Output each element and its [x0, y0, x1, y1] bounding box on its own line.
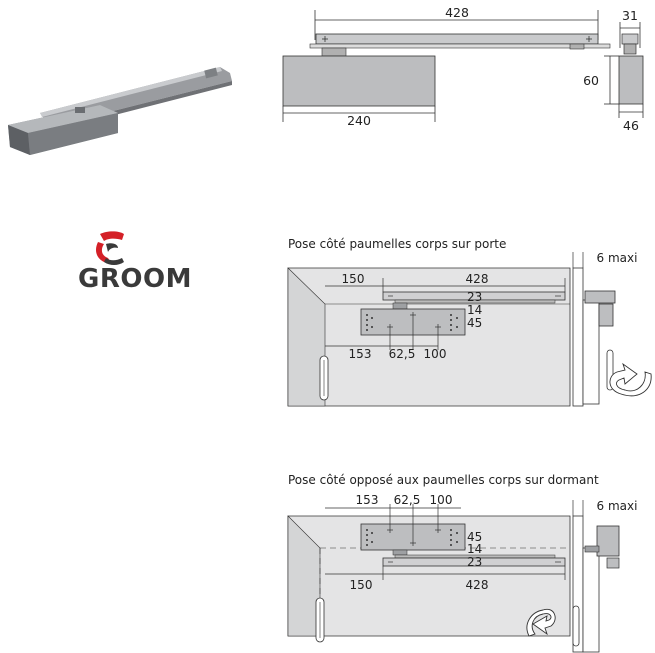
top-dimension-drawing: 428 240 60 31 46 — [282, 5, 644, 133]
dim-31: 31 — [622, 8, 638, 23]
dim-100: 100 — [430, 493, 453, 507]
dim-46: 46 — [623, 118, 639, 133]
dim-14: 14 — [467, 303, 482, 317]
dim-428: 428 — [466, 272, 489, 286]
groom-logo: GROOM — [78, 228, 191, 298]
install-2-caption: Pose côté opposé aux paumelles corps sur… — [288, 473, 599, 487]
dim-60: 60 — [583, 73, 599, 88]
dim-23: 23 — [467, 555, 482, 569]
maxi-label: 6 maxi — [597, 251, 638, 265]
install-2-drawing: 153 62,5 100 45 14 23 150 428 6 maxi — [287, 493, 638, 653]
dim-153: 153 — [349, 347, 372, 361]
groom-logo-text: GROOM — [78, 264, 192, 294]
dim-153: 153 — [356, 493, 379, 507]
dim-62-5: 62,5 — [389, 347, 416, 361]
install-1-caption: Pose côté paumelles corps sur porte — [288, 237, 507, 251]
groom-logo-mark — [96, 231, 124, 265]
dim-428: 428 — [466, 578, 489, 592]
dim-100: 100 — [424, 347, 447, 361]
door-closer-photo — [8, 67, 232, 155]
dim-14: 14 — [467, 542, 482, 556]
dim-45: 45 — [467, 530, 482, 544]
dim-428-top: 428 — [445, 5, 469, 20]
dim-240: 240 — [347, 113, 371, 128]
maxi-label: 6 maxi — [597, 499, 638, 513]
dim-45: 45 — [467, 316, 482, 330]
dim-62-5: 62,5 — [394, 493, 421, 507]
dim-23: 23 — [467, 290, 482, 304]
dim-150: 150 — [342, 272, 365, 286]
install-1-drawing: 150 428 23 14 45 153 62,5 100 6 maxi — [287, 251, 652, 407]
dim-150: 150 — [350, 578, 373, 592]
